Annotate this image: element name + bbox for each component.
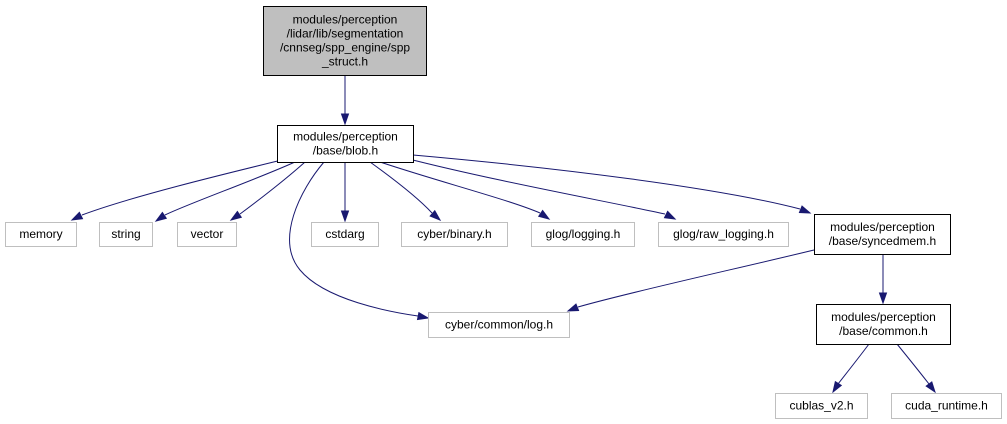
node-label-line: cublas_v2.h [789, 399, 853, 413]
edge-line [379, 161, 541, 214]
edge-root-to-blob [340, 75, 350, 126]
arrowhead-icon [537, 209, 551, 220]
node-string: string [99, 222, 153, 247]
edge-line [369, 161, 433, 214]
arrowhead-icon [429, 209, 442, 221]
node-box [891, 393, 1002, 419]
node-label-line: /lidar/lib/segmentation [287, 27, 404, 41]
node-box [177, 222, 237, 247]
nodes-layer: modules/perception/lidar/lib/segmentatio… [5, 6, 1002, 419]
node-box [5, 222, 77, 247]
edge-line [837, 343, 870, 385]
edge-line [81, 157, 291, 216]
node-label-line: cyber/common/log.h [445, 318, 553, 332]
node-box [99, 222, 153, 247]
node-label-line: glog/logging.h [546, 227, 621, 241]
node-glog-raw: glog/raw_logging.h [658, 222, 789, 247]
arrowhead-icon [340, 210, 350, 223]
edge-line [289, 161, 419, 317]
node-label-line: modules/perception [293, 130, 398, 144]
edges-layer [70, 75, 936, 394]
node-box [816, 304, 951, 345]
arrowhead-icon [229, 210, 243, 221]
edge-blob-to-cyber_log [289, 161, 430, 321]
arrowhead-icon [70, 211, 84, 221]
edge-line [412, 154, 801, 210]
node-label-line: cstdarg [325, 227, 364, 241]
node-box [401, 222, 508, 247]
node-blob[interactable]: modules/perception/base/blob.h [277, 125, 414, 163]
arrowhead-icon [566, 303, 580, 312]
arrowhead-icon [663, 210, 677, 220]
node-label-line: cuda_runtime.h [905, 399, 988, 413]
node-label-line: /base/blob.h [313, 144, 378, 158]
node-common[interactable]: modules/perception/base/common.h [816, 304, 951, 345]
node-label-line: string [111, 227, 140, 241]
node-label-line: /cnnseg/spp_engine/spp [280, 41, 410, 55]
arrowhead-icon [878, 292, 888, 305]
node-syncedmem[interactable]: modules/perception/base/syncedmem.h [814, 214, 951, 255]
node-box [531, 222, 635, 247]
edge-blob-to-cstdarg [340, 162, 350, 223]
node-label-line: cyber/binary.h [417, 227, 491, 241]
node-box [814, 214, 951, 255]
node-label-line: glog/raw_logging.h [673, 227, 774, 241]
edge-common-to-cublas [832, 343, 870, 394]
node-box [775, 393, 868, 419]
node-glog-logging: glog/logging.h [531, 222, 635, 247]
edge-blob-to-glog_raw [404, 157, 677, 220]
edge-blob-to-syncedmem [412, 154, 812, 214]
arrowhead-icon [340, 113, 350, 126]
arrowhead-icon [925, 381, 936, 394]
node-vector: vector [177, 222, 237, 247]
node-label-line: modules/perception [293, 13, 398, 27]
edge-syncedmem-to-common [878, 254, 888, 305]
edge-line [896, 343, 930, 385]
edge-line [239, 161, 306, 215]
edge-blob-to-glog_logging [379, 161, 551, 220]
node-label-line: vector [191, 227, 224, 241]
edge-blob-to-memory [70, 157, 291, 221]
node-label-line: modules/perception [830, 220, 935, 234]
node-root[interactable]: modules/perception/lidar/lib/segmentatio… [263, 6, 427, 76]
node-box [277, 125, 414, 163]
node-label-line: /base/syncedmem.h [829, 234, 936, 248]
edge-blob-to-string [154, 161, 296, 222]
edge-common-to-cuda_runtime [896, 343, 936, 394]
node-memory: memory [5, 222, 77, 247]
node-box [263, 6, 427, 76]
node-label-line: modules/perception [831, 310, 936, 324]
edge-blob-to-cyber_binary [369, 161, 442, 221]
node-label-line: memory [19, 227, 62, 241]
edge-line [404, 157, 666, 215]
arrowhead-icon [154, 211, 168, 222]
arrowhead-icon [832, 380, 843, 394]
edge-blob-to-vector [229, 161, 306, 221]
node-cyber-binary: cyber/binary.h [401, 222, 508, 247]
node-box [658, 222, 789, 247]
node-cstdarg: cstdarg [311, 222, 379, 247]
edge-line [577, 249, 815, 308]
node-cublas: cublas_v2.h [775, 393, 868, 419]
node-cyber-log: cyber/common/log.h [428, 312, 570, 338]
arrowhead-icon [798, 205, 812, 214]
edge-syncedmem-to-cyber_log [566, 249, 815, 312]
node-box [428, 312, 570, 338]
edge-line [164, 161, 296, 216]
arrowhead-icon [416, 311, 430, 321]
node-label-line: _struct.h [321, 55, 368, 69]
node-cuda-runtime: cuda_runtime.h [891, 393, 1002, 419]
node-box [311, 222, 379, 247]
node-label-line: /base/common.h [839, 324, 928, 338]
